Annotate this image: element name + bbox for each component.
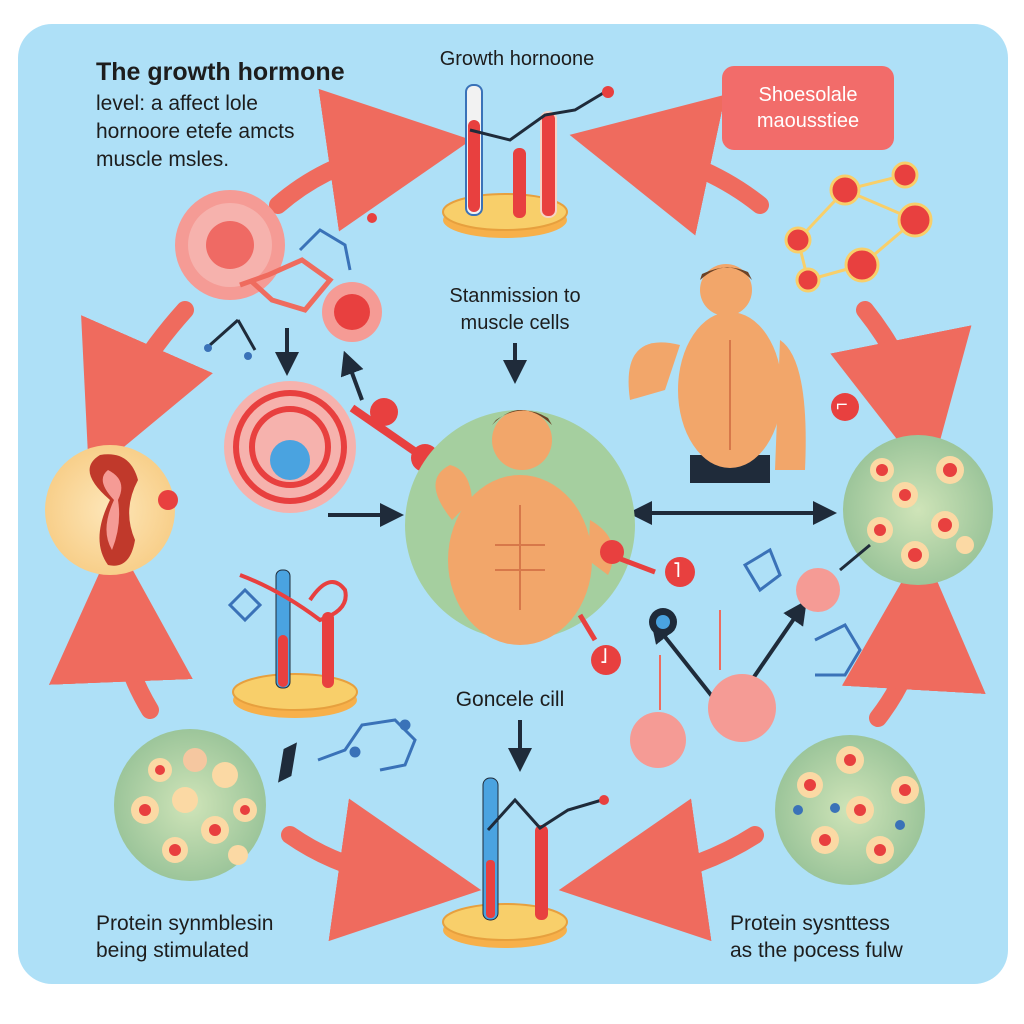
small-mark: ⌐ — [836, 394, 848, 416]
hormone-test-tube-icon — [442, 777, 609, 948]
flow-arrows — [275, 328, 837, 772]
badge-label: Shoesolale maousstiee — [722, 66, 894, 150]
molecule-icon — [278, 718, 417, 783]
protein-synthesis-right-label: Protein sysnttess as the pocess fulw — [730, 912, 903, 962]
muscle-cell-icon — [630, 543, 871, 768]
small-mark: ˥ — [673, 560, 681, 582]
flexing-man-icon — [628, 264, 859, 483]
intro-title: The growth hormone — [96, 58, 345, 86]
cell-cluster-icon — [843, 435, 993, 585]
cell-cluster-icon — [775, 735, 925, 885]
cycle-arrow-icon — [48, 88, 986, 942]
cell-label: Goncele cill — [455, 688, 565, 711]
growth-hormone-label: Growth hornoone — [439, 48, 595, 70]
muscle-cell-icon — [224, 381, 439, 513]
protein-synthesis-left-label: Protein synmblesin being stimulated — [96, 912, 274, 962]
molecule-icon — [175, 190, 382, 360]
molecule-icon — [784, 161, 933, 293]
small-mark: ˩ — [600, 646, 608, 668]
muscle-cell-icon — [45, 445, 178, 575]
flexing-man-icon — [405, 410, 695, 675]
hormone-test-tube-icon — [442, 84, 614, 238]
cell-cluster-icon — [114, 729, 266, 881]
transmission-label: Stanmission to muscle cells — [449, 285, 581, 334]
hormone-test-tube-icon — [227, 569, 358, 718]
intro-text: level: a affect lole hornoore etefe amct… — [96, 92, 295, 171]
